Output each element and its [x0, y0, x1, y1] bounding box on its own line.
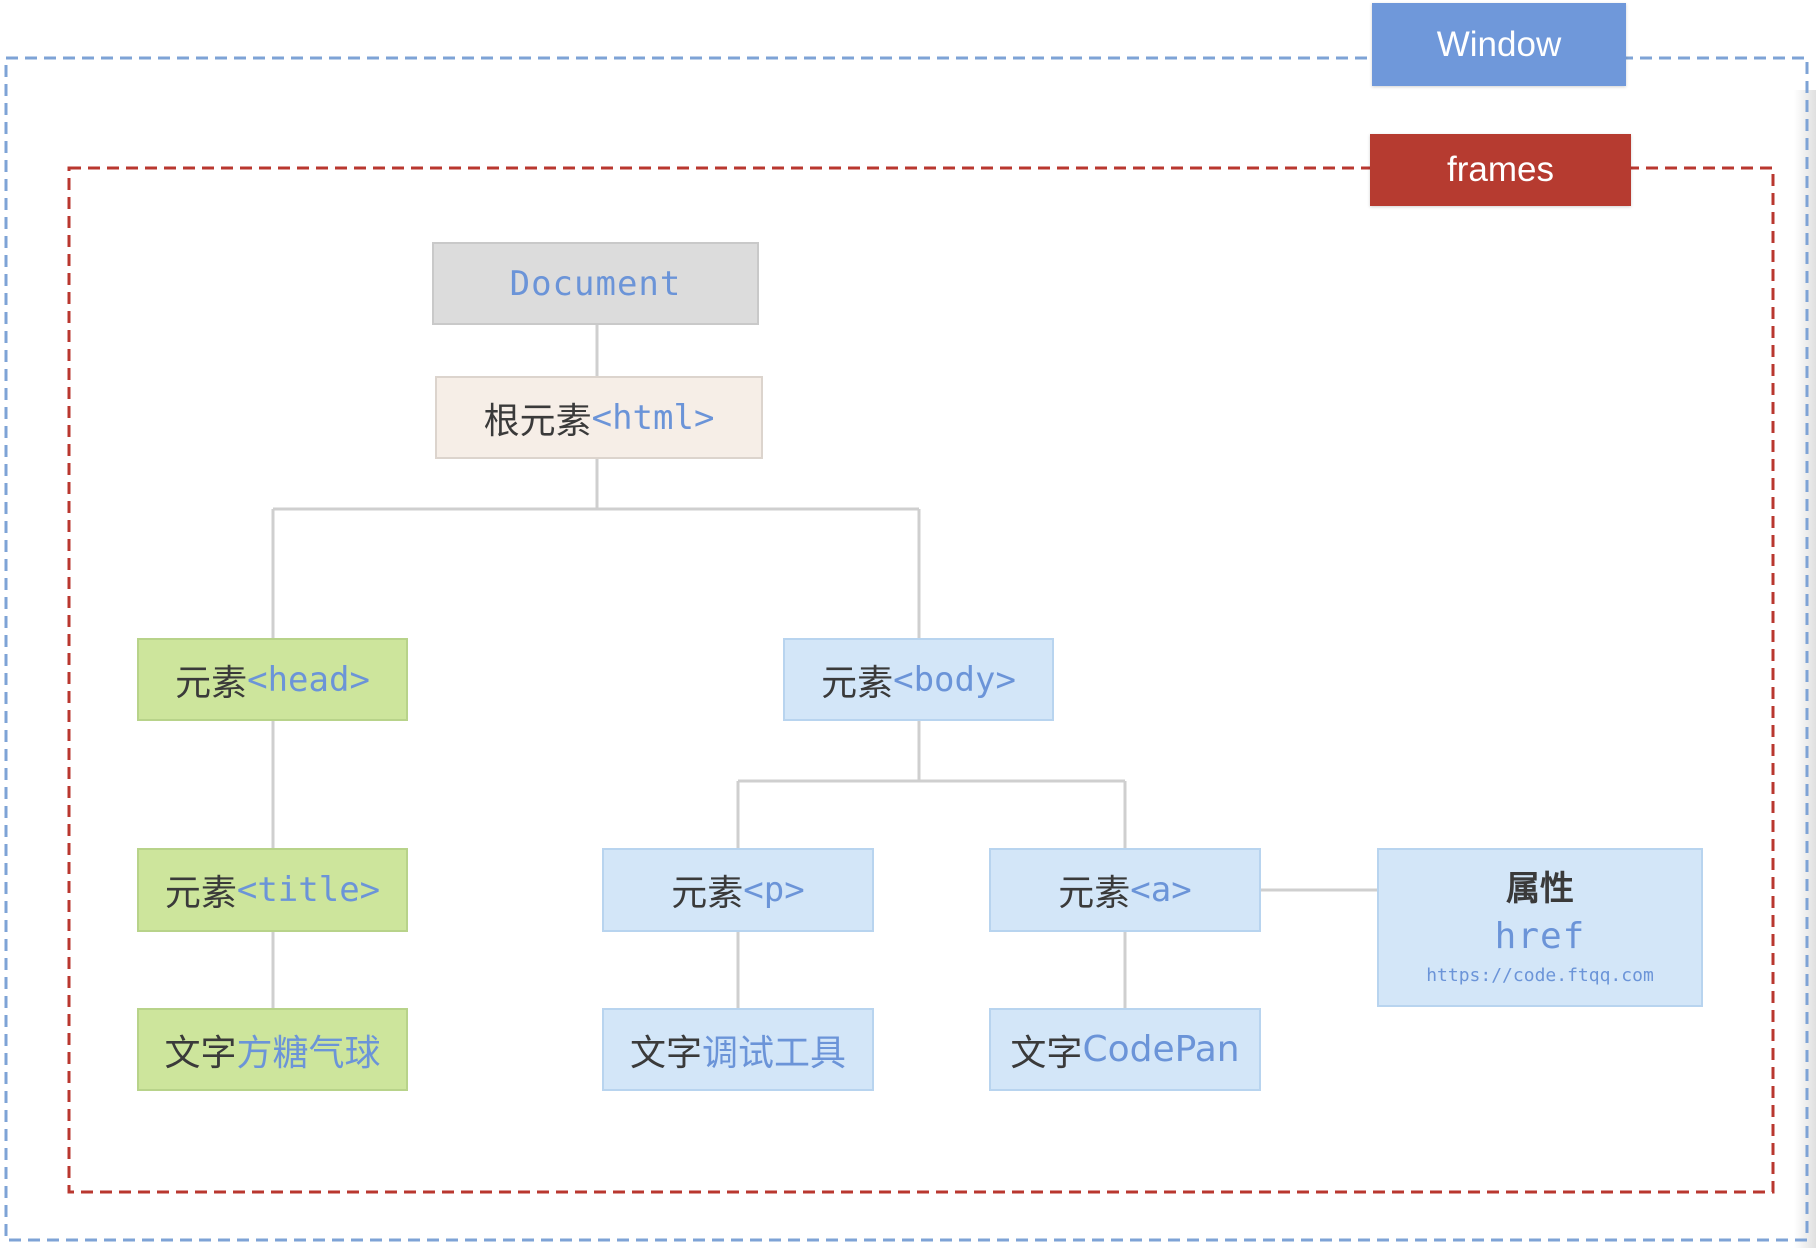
body-node-tag: <body> — [893, 659, 1016, 700]
document-node: Document — [432, 242, 759, 325]
html-node-tag: <html> — [591, 397, 715, 438]
a-node-prefix: 元素 — [1058, 873, 1131, 914]
head-text-value: 方糖气球 — [236, 1032, 381, 1074]
body-node-prefix: 元素 — [821, 662, 894, 704]
head-node-prefix: 元素 — [175, 662, 248, 704]
attribute-name: href — [1494, 915, 1586, 957]
title-node-prefix: 元素 — [164, 873, 237, 914]
frames-label: frames — [1370, 134, 1631, 206]
a-text-value: CodePan — [1082, 1029, 1240, 1070]
p-text-prefix: 文字 — [629, 1032, 702, 1074]
window-boundary — [4, 56, 1809, 1242]
attribute-value: https://code.ftqq.com — [1426, 964, 1654, 986]
window-label-text: Window — [1436, 24, 1562, 64]
head-text-prefix: 文字 — [164, 1032, 237, 1074]
head-node: 元素<head> — [137, 638, 408, 721]
p-text-value: 调试工具 — [702, 1032, 847, 1074]
html-node: 根元素<html> — [435, 376, 763, 459]
title-node-tag: <title> — [236, 870, 381, 910]
p-node-tag: <p> — [743, 870, 805, 910]
html-node-prefix: 根元素 — [483, 400, 592, 442]
a-text-prefix: 文字 — [1010, 1032, 1083, 1074]
p-node-prefix: 元素 — [671, 873, 744, 914]
frames-label-text: frames — [1447, 150, 1554, 189]
frames-boundary — [67, 166, 1775, 1194]
attribute-heading: 属性 — [1506, 868, 1574, 909]
head-text-node: 文字方糖气球 — [137, 1008, 408, 1091]
attribute-node: 属性 href https://code.ftqq.com — [1377, 848, 1703, 1007]
head-node-tag: <head> — [247, 659, 370, 700]
p-text-node: 文字调试工具 — [602, 1008, 874, 1091]
title-node: 元素<title> — [137, 848, 408, 932]
a-node: 元素<a> — [989, 848, 1261, 932]
a-node-tag: <a> — [1130, 870, 1192, 910]
body-node: 元素<body> — [783, 638, 1054, 721]
page-edge-shadow — [1794, 90, 1816, 1248]
document-node-text: Document — [509, 263, 682, 304]
window-label: Window — [1372, 3, 1626, 86]
p-node: 元素<p> — [602, 848, 874, 932]
